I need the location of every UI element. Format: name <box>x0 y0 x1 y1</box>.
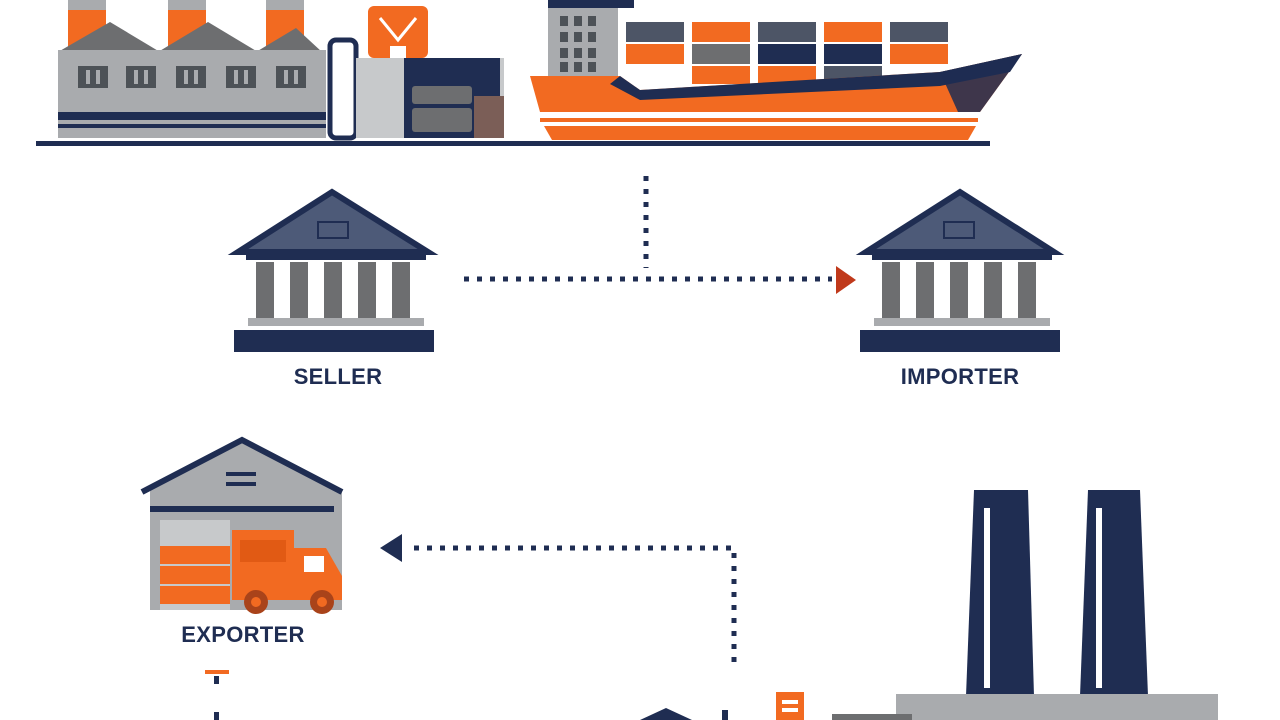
bottom-partial-objects <box>640 692 912 720</box>
goods-flow-arrow <box>410 545 737 662</box>
cargo-ship-icon <box>530 0 1022 140</box>
payment-flow-arrow <box>464 176 832 282</box>
arrowhead-right <box>836 266 856 294</box>
importer-bank-icon <box>855 188 1065 352</box>
ground-line <box>36 141 990 146</box>
arrowhead-left <box>380 534 402 562</box>
factory-chimneys-icon <box>896 490 1218 720</box>
importer-label: IMPORTER <box>900 364 1020 389</box>
seller-label: SELLER <box>293 364 383 389</box>
factory-icon <box>58 0 504 141</box>
seller-bank-icon <box>227 188 439 352</box>
connector-stub <box>205 670 229 720</box>
exporter-label: EXPORTER <box>181 622 305 647</box>
delivery-truck-icon <box>232 530 342 614</box>
